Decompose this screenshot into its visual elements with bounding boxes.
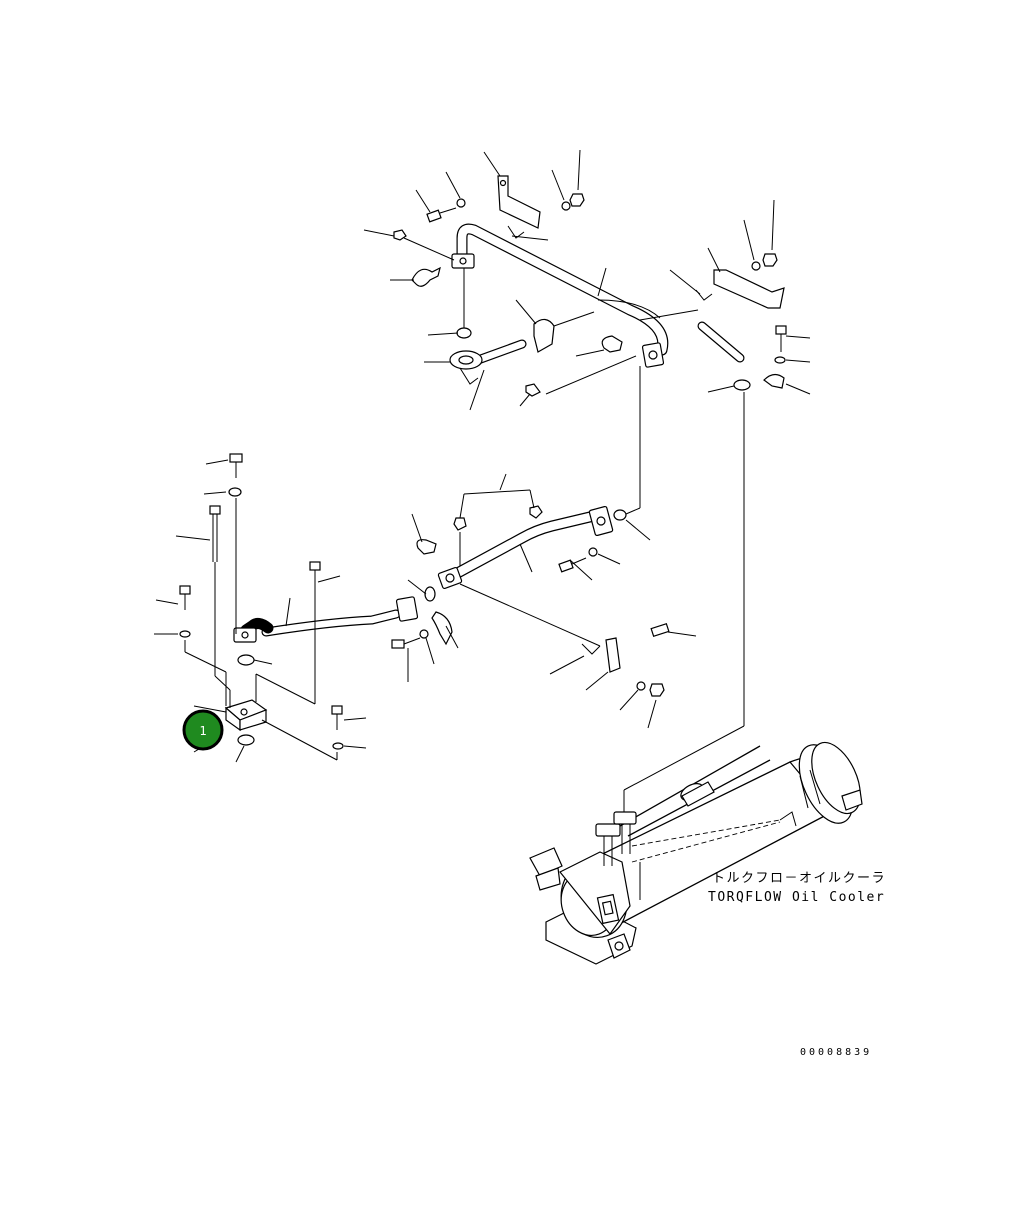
lower-right-bolt [650,622,670,638]
cooler-label-en: TORQFLOW Oil Cooler [708,890,885,905]
u-bolt-mid [601,335,623,353]
lower-right-nut [649,683,665,697]
middle-washer-a [588,547,598,557]
hose-bolt [309,561,321,571]
top-bolt [229,453,243,463]
lower-right-washer [636,681,646,691]
middle-oring-left [424,586,436,602]
right-bolt [775,325,787,335]
block-oring-bottom [237,734,255,746]
cooler-label-jp: トルクフロ－オイルクーラ [712,871,886,886]
small-fitting-a [393,229,407,241]
upper-bracket [497,175,541,229]
lower-clamp-bracket [605,637,621,673]
callout-badge-1[interactable]: 1 [182,709,224,751]
lower-bolt [331,705,343,715]
u-bolt-right [763,373,785,389]
left-bolt [179,585,191,595]
lower-washer [332,742,344,750]
u-bolt-middle [416,539,437,555]
upper-washer-c [751,261,761,271]
middle-clamp [431,611,453,646]
middle-bolt-a [558,559,574,573]
right-oring [733,379,751,391]
u-bolt-upper [411,266,441,287]
block-oring-top [237,654,255,666]
left-washer [179,630,191,638]
middle-oring [613,509,627,521]
right-bracket [713,269,785,309]
mid-fitting-b [529,505,543,519]
leader-lines-lower-left [154,459,367,763]
top-washer [228,487,242,497]
upper-nut-b [762,253,778,267]
middle-washer-b [419,629,429,639]
upper-clamp [533,318,555,353]
upper-washer-b [561,201,571,211]
upper-pipe-assembly [363,149,811,411]
right-washer [774,356,786,364]
callout-number: 1 [199,724,206,738]
upper-oring [456,327,472,339]
middle-bolt-b [391,639,405,649]
leader-lines-upper [363,149,811,411]
hose-right-fitting [395,596,419,622]
assembly-connection-lines [459,366,745,812]
oil-cooler [529,741,863,965]
drawing-number: 00008839 [800,1047,872,1058]
upper-washer-a [456,198,466,208]
upper-nut-a [569,193,585,207]
mid-fitting-a [453,517,467,531]
lower-left-assembly [154,453,419,763]
upper-bolt-a [426,209,442,223]
small-fitting-b [525,383,541,397]
long-bolt [209,505,221,515]
callout-circle [182,709,224,751]
middle-pipe-assembly [391,473,697,729]
leader-lines-middle [407,473,697,729]
